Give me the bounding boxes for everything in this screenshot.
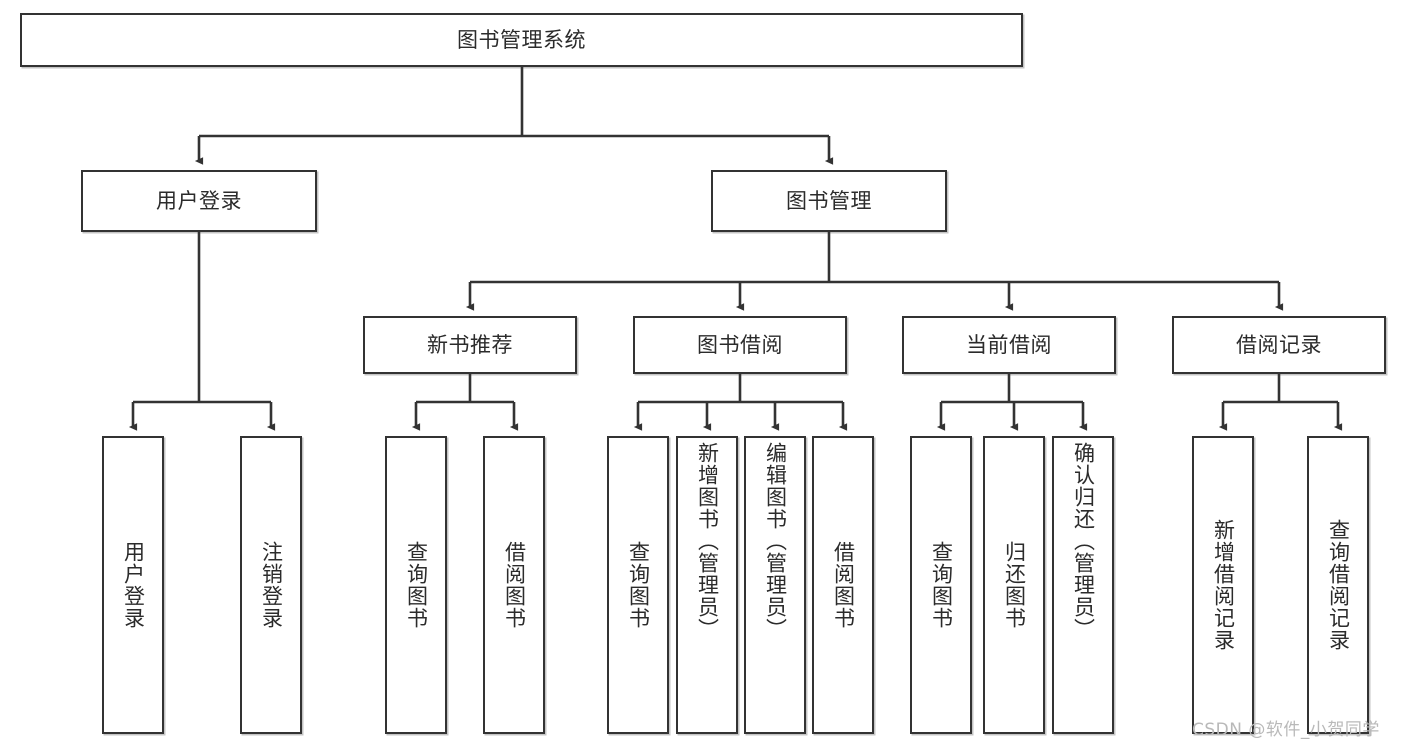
node-leaf-borrow-book-rec[interactable]: 借阅图书 (483, 436, 545, 734)
node-book-manage[interactable]: 图书管理 (711, 170, 947, 232)
node-leaf-user-login[interactable]: 用户登录 (102, 436, 164, 734)
node-root-label: 图书管理系统 (457, 27, 586, 52)
node-user-login-label: 用户登录 (156, 188, 242, 213)
node-current-borrow-label: 当前借阅 (966, 332, 1052, 357)
node-borrow-record[interactable]: 借阅记录 (1172, 316, 1386, 374)
node-current-borrow[interactable]: 当前借阅 (902, 316, 1116, 374)
node-leaf-edit-book-admin[interactable]: 编辑图书（管理员） (744, 436, 806, 734)
node-new-book-recommend-label: 新书推荐 (427, 332, 513, 357)
node-leaf-add-borrow-record-label: 新增借阅记录 (1211, 519, 1236, 651)
node-borrow-record-label: 借阅记录 (1236, 332, 1322, 357)
node-leaf-add-book-admin[interactable]: 新增图书（管理员） (676, 436, 738, 734)
node-leaf-query-borrow-record[interactable]: 查询借阅记录 (1307, 436, 1369, 734)
node-leaf-return-book-label: 归还图书 (1002, 541, 1027, 629)
node-leaf-query-book-rec[interactable]: 查询图书 (385, 436, 447, 734)
node-user-login[interactable]: 用户登录 (81, 170, 317, 232)
node-leaf-add-book-admin-label: 新增图书（管理员） (695, 442, 720, 640)
node-leaf-borrow-book[interactable]: 借阅图书 (812, 436, 874, 734)
node-leaf-add-borrow-record[interactable]: 新增借阅记录 (1192, 436, 1254, 734)
node-leaf-query-borrow-record-label: 查询借阅记录 (1326, 519, 1351, 651)
node-leaf-user-login-label: 用户登录 (121, 541, 146, 629)
node-leaf-query-book-cur-label: 查询图书 (929, 541, 954, 629)
node-leaf-user-logout[interactable]: 注销登录 (240, 436, 302, 734)
node-leaf-query-book-rec-label: 查询图书 (404, 541, 429, 629)
node-leaf-edit-book-admin-label: 编辑图书（管理员） (763, 442, 788, 640)
node-book-manage-label: 图书管理 (786, 188, 872, 213)
node-book-borrow-label: 图书借阅 (697, 332, 783, 357)
node-leaf-query-book-cur[interactable]: 查询图书 (910, 436, 972, 734)
node-new-book-recommend[interactable]: 新书推荐 (363, 316, 577, 374)
node-leaf-borrow-book-rec-label: 借阅图书 (502, 541, 527, 629)
node-leaf-user-logout-label: 注销登录 (259, 541, 284, 629)
node-leaf-confirm-return-admin[interactable]: 确认归还（管理员） (1052, 436, 1114, 734)
node-leaf-query-book-borrow[interactable]: 查询图书 (607, 436, 669, 734)
node-leaf-confirm-return-admin-label: 确认归还（管理员） (1071, 442, 1096, 640)
node-root[interactable]: 图书管理系统 (20, 13, 1023, 67)
node-leaf-query-book-borrow-label: 查询图书 (626, 541, 651, 629)
node-book-borrow[interactable]: 图书借阅 (633, 316, 847, 374)
node-leaf-return-book[interactable]: 归还图书 (983, 436, 1045, 734)
node-leaf-borrow-book-label: 借阅图书 (831, 541, 856, 629)
